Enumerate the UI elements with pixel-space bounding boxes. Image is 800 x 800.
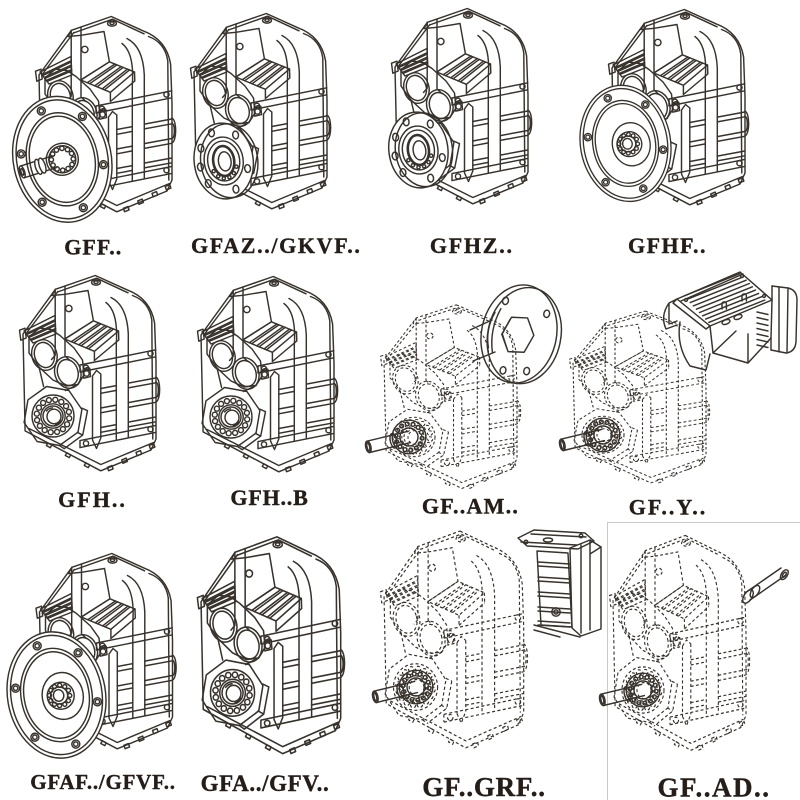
svg-text:GFH..B: GFH..B — [230, 485, 308, 510]
svg-text:GFAF../GFVF..: GFAF../GFVF.. — [30, 770, 175, 794]
svg-text:GF..GRF..: GF..GRF.. — [422, 772, 546, 800]
svg-text:GFF..: GFF.. — [64, 235, 122, 260]
svg-text:GF..Y..: GF..Y.. — [629, 495, 707, 520]
svg-text:GFHF..: GFHF.. — [628, 233, 707, 258]
svg-text:GFA../GFV..: GFA../GFV.. — [201, 771, 330, 796]
svg-text:GF..AM..: GF..AM.. — [422, 494, 519, 519]
svg-text:GF..AD..: GF..AD.. — [657, 773, 770, 800]
svg-text:GFHZ..: GFHZ.. — [430, 233, 514, 258]
svg-text:GFH..: GFH.. — [58, 487, 127, 512]
svg-text:GFAZ../GKVF..: GFAZ../GKVF.. — [191, 233, 362, 258]
